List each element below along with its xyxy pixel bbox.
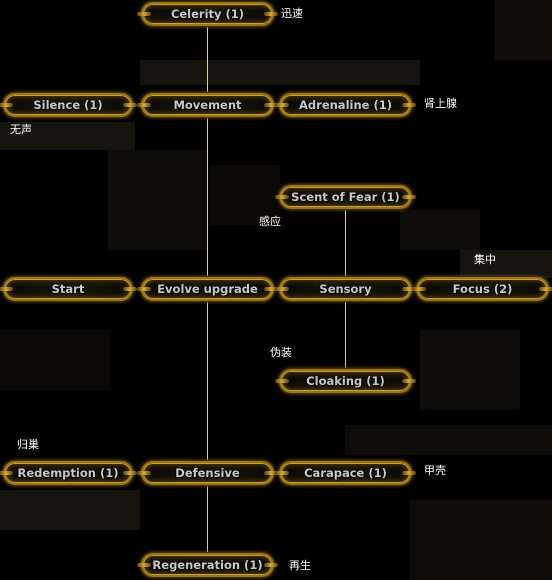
adrenaline-cn-label: 肾上腺 (424, 97, 457, 110)
focus-node[interactable]: Focus (2) (412, 277, 552, 301)
connector-sensory-cloaking (345, 300, 346, 370)
background-patch (495, 0, 552, 60)
movement-label: Movement (173, 98, 242, 112)
celerity-label: Celerity (1) (170, 7, 245, 21)
cloaking-label: Cloaking (1) (306, 374, 385, 388)
focus-cn-label: 集中 (474, 253, 496, 266)
silence-node[interactable]: Silence (1) (0, 93, 137, 117)
background-patch (400, 210, 480, 250)
silence-label: Silence (1) (33, 98, 103, 112)
adrenaline-label: Adrenaline (1) (299, 98, 392, 112)
sensory-node[interactable]: Sensory (275, 277, 416, 301)
redemption-node[interactable]: Redemption (1) (0, 461, 137, 485)
defensive-label: Defensive (175, 466, 240, 480)
background-patch (420, 330, 520, 410)
connector-scent-sensory (345, 208, 346, 278)
movement-node[interactable]: Movement (137, 93, 278, 117)
start-label: Start (51, 282, 85, 296)
background-patch (345, 425, 552, 455)
sensory-label: Sensory (319, 282, 372, 296)
cloaking-cn-label: 伪装 (270, 346, 292, 359)
background-patch (0, 490, 140, 530)
redemption-cn-label: 归巢 (17, 438, 39, 451)
regeneration-cn-label: 再生 (289, 559, 311, 572)
adrenaline-node[interactable]: Adrenaline (1) (275, 93, 416, 117)
celerity-cn-label: 迅速 (281, 7, 303, 20)
redemption-label: Redemption (1) (17, 466, 119, 480)
background-patch (410, 500, 552, 580)
focus-label: Focus (2) (452, 282, 513, 296)
carapace-node[interactable]: Carapace (1) (275, 461, 416, 485)
carapace-cn-label: 甲壳 (424, 464, 446, 477)
regeneration-node[interactable]: Regeneration (1) (137, 553, 278, 577)
scent-of-fear-label: Scent of Fear (1) (291, 190, 400, 204)
background-patch (0, 122, 135, 150)
start-node[interactable]: Start (0, 277, 137, 301)
background-patch (460, 250, 552, 278)
background-patch (210, 165, 280, 225)
regeneration-label: Regeneration (1) (152, 558, 263, 572)
evolve-upgrade-node[interactable]: Evolve upgrade (137, 277, 278, 301)
background-patch (450, 98, 538, 114)
sensory-cn-label: 感应 (259, 215, 281, 228)
background-patch (108, 150, 208, 250)
defensive-node[interactable]: Defensive (137, 461, 278, 485)
silence-cn-label: 无声 (10, 123, 32, 136)
carapace-label: Carapace (1) (304, 466, 387, 480)
cloaking-node[interactable]: Cloaking (1) (275, 369, 416, 393)
background-patch (0, 330, 110, 390)
scent-of-fear-node[interactable]: Scent of Fear (1) (275, 185, 416, 209)
celerity-node[interactable]: Celerity (1) (137, 2, 278, 26)
evolve-upgrade-label: Evolve upgrade (157, 282, 258, 296)
background-patch (140, 60, 420, 85)
